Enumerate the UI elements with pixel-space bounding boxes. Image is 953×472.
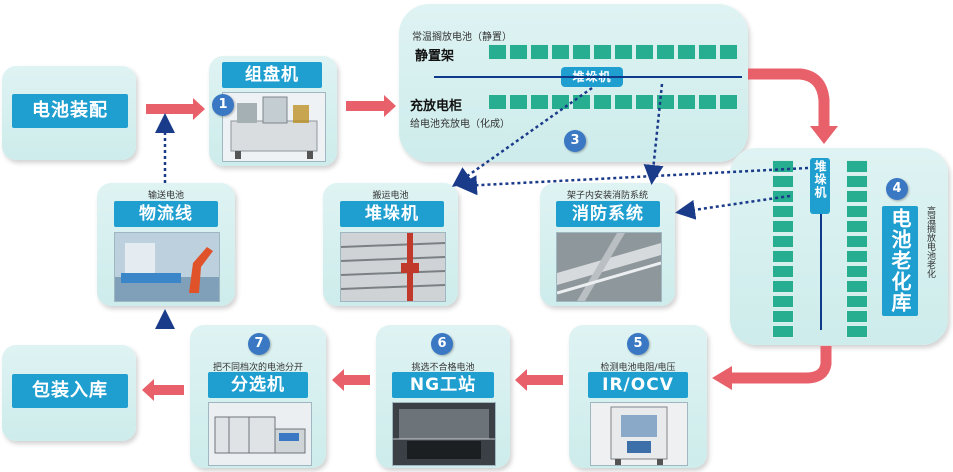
aging-stacker-text: 堆垛机 bbox=[813, 160, 827, 199]
sorter-photo bbox=[208, 402, 312, 466]
aging-side-caption-text: 高温搁放电池老化 bbox=[925, 206, 935, 278]
rack-cell bbox=[488, 94, 507, 110]
logistics-photo bbox=[114, 232, 220, 302]
rack-cell bbox=[846, 295, 868, 308]
rack-cell bbox=[772, 235, 794, 248]
rack-cell bbox=[719, 44, 738, 60]
battery-assembly-label: 电池装配 bbox=[12, 94, 128, 128]
dotted-rack-stacker-to-stacker2 bbox=[451, 86, 593, 187]
step-3-badge: 3 bbox=[564, 130, 586, 152]
rack-cell bbox=[772, 280, 794, 293]
rack-cell bbox=[593, 44, 612, 60]
arrow-ocv-to-ng bbox=[515, 369, 563, 391]
ng-station-label: NG工站 bbox=[392, 372, 494, 398]
rack-cell bbox=[772, 205, 794, 218]
rack-cell bbox=[698, 44, 717, 60]
rack-cell bbox=[846, 220, 868, 233]
arrow-aging-to-ocv-head bbox=[712, 366, 732, 390]
rack-cell bbox=[488, 44, 507, 60]
rack-cell bbox=[677, 44, 696, 60]
rack-cell bbox=[846, 265, 868, 278]
aging-side-caption: 高温搁放电池老化 bbox=[924, 206, 938, 318]
rack-cell bbox=[677, 94, 696, 110]
ir-ocv-photo bbox=[590, 402, 688, 466]
sorter-caption: 把不同档次的电池分开 bbox=[212, 363, 303, 373]
dotted-aging-to-stacker2 bbox=[457, 166, 809, 196]
rack-cell bbox=[551, 44, 570, 60]
rack-cell bbox=[593, 94, 612, 110]
rack-cell bbox=[846, 280, 868, 293]
aging-warehouse-label: 电池老化库 bbox=[882, 206, 918, 316]
rack-cell bbox=[635, 44, 654, 60]
step-1-badge: 1 bbox=[212, 94, 234, 116]
arrow-rack-to-aging bbox=[748, 68, 830, 128]
rack-cell bbox=[846, 325, 868, 338]
rack-shelf-label: 静置架 bbox=[415, 49, 455, 64]
rack-cell bbox=[772, 310, 794, 323]
rack-cell bbox=[530, 94, 549, 110]
logistics-label: 物流线 bbox=[114, 201, 218, 227]
group-machine-photo bbox=[222, 92, 326, 162]
rack-cell bbox=[509, 44, 528, 60]
arrow-ng-to-sorter bbox=[332, 369, 370, 391]
rack-cell bbox=[772, 220, 794, 233]
aging-stacker-label: 堆垛机 bbox=[810, 158, 830, 214]
arrow-aging-to-ocv bbox=[730, 346, 832, 384]
stacker2-caption: 搬运电池 bbox=[372, 191, 409, 201]
fire-system-label: 消防系统 bbox=[556, 201, 660, 227]
rack-cabinet-label: 充放电柜 bbox=[410, 99, 463, 114]
rack-cell bbox=[846, 205, 868, 218]
step-5-badge: 5 bbox=[627, 333, 649, 355]
arrow-sorter-to-packing bbox=[142, 379, 184, 401]
rack-cell bbox=[846, 190, 868, 203]
rack-cell bbox=[772, 325, 794, 338]
step-6-badge: 6 bbox=[431, 333, 453, 355]
arrow-group-to-rack bbox=[346, 95, 396, 117]
arrow-rack-to-aging-head bbox=[810, 126, 838, 144]
rack-cell bbox=[656, 44, 675, 60]
rack-cell bbox=[846, 235, 868, 248]
rack-cell bbox=[846, 160, 868, 173]
dotted-aging-to-fire bbox=[675, 194, 791, 220]
rack-cell bbox=[772, 175, 794, 188]
step-4-badge: 4 bbox=[886, 178, 908, 200]
rack-cell bbox=[846, 310, 868, 323]
fire-system-photo bbox=[556, 232, 662, 302]
stacker2-photo bbox=[340, 232, 446, 302]
rack-cell bbox=[846, 250, 868, 263]
group-machine-label: 组盘机 bbox=[222, 62, 322, 88]
rack-cell bbox=[846, 175, 868, 188]
aging-rail bbox=[820, 168, 822, 330]
rack-cell bbox=[509, 94, 528, 110]
stacker2-label: 堆垛机 bbox=[340, 201, 444, 227]
aging-warehouse-text: 电池老化库 bbox=[888, 208, 912, 313]
rack-cell bbox=[530, 44, 549, 60]
ir-ocv-label: IR/OCV bbox=[588, 372, 688, 398]
rack-cell bbox=[614, 44, 633, 60]
rack-top-caption: 常温搁放电池（静置） bbox=[412, 32, 512, 43]
sorter-label: 分选机 bbox=[208, 372, 308, 398]
ng-station-caption: 挑选不合格电池 bbox=[411, 363, 475, 373]
rack-cell bbox=[698, 94, 717, 110]
logistics-caption: 输送电池 bbox=[147, 191, 184, 201]
rack-cell bbox=[635, 94, 654, 110]
ir-ocv-caption: 检测电池电阻/电压 bbox=[600, 363, 676, 373]
packing-label: 包装入库 bbox=[12, 374, 128, 408]
arrow-assembly-to-group bbox=[146, 98, 205, 120]
rack-bottom-caption: 给电池充放电（化成） bbox=[410, 119, 510, 130]
rack-cell bbox=[572, 44, 591, 60]
rack-cell bbox=[772, 265, 794, 278]
fire-system-caption: 架子内安装消防系统 bbox=[566, 191, 648, 201]
ng-station-photo bbox=[392, 402, 496, 466]
rack-cell bbox=[772, 295, 794, 308]
step-7-badge: 7 bbox=[248, 333, 270, 355]
dotted-rack-stacker-to-fire bbox=[643, 83, 664, 185]
rack-cell bbox=[614, 94, 633, 110]
rack-cell bbox=[772, 250, 794, 263]
rack-cell bbox=[719, 94, 738, 110]
